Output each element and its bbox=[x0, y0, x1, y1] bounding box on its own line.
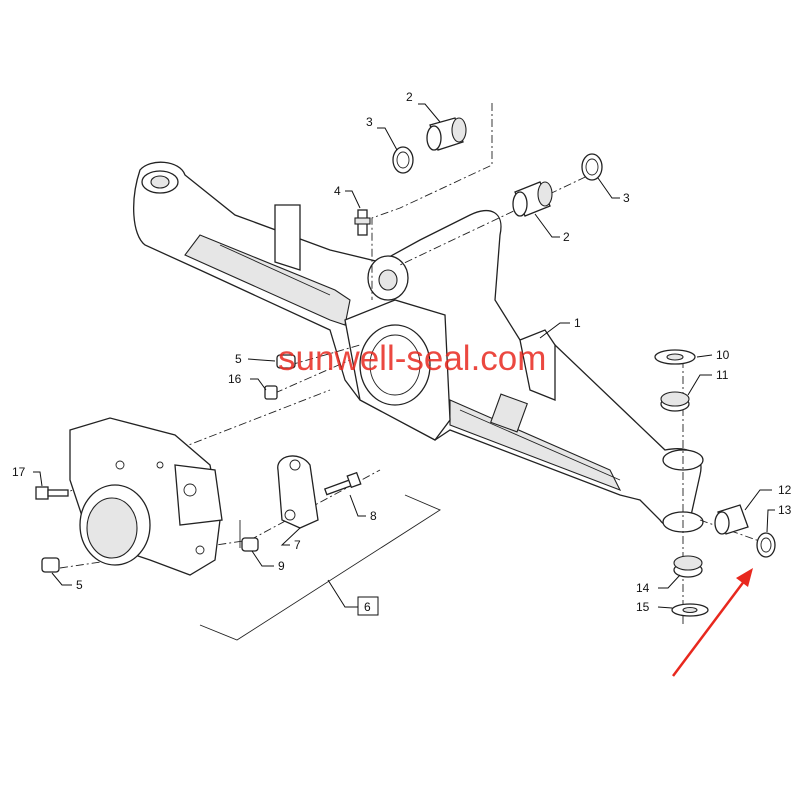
plug-16 bbox=[264, 385, 278, 400]
callout-10: 10 bbox=[716, 348, 730, 362]
callout-14: 14 bbox=[636, 581, 650, 595]
washer-3-right bbox=[581, 153, 603, 181]
bolt-17 bbox=[35, 486, 69, 500]
bushing-2-right bbox=[512, 181, 553, 217]
washer-13 bbox=[756, 532, 776, 558]
plug-5-bottom bbox=[41, 557, 60, 573]
callout-11: 11 bbox=[716, 368, 729, 382]
callout-16: 16 bbox=[228, 372, 242, 386]
bushing-9 bbox=[241, 537, 259, 552]
watermark: sunwell-seal.com bbox=[278, 339, 546, 378]
callout-15: 15 bbox=[636, 600, 650, 614]
callout-1: 1 bbox=[574, 316, 581, 330]
callout-13: 13 bbox=[778, 503, 792, 517]
callout-6-box bbox=[357, 596, 379, 616]
callout-2-right: 2 bbox=[563, 230, 570, 244]
bushing-12 bbox=[714, 504, 749, 535]
bearing-14 bbox=[673, 555, 703, 578]
callout-17: 17 bbox=[12, 465, 26, 479]
callout-3-top: 3 bbox=[366, 115, 373, 129]
callout-9: 9 bbox=[278, 559, 285, 573]
clamp-7 bbox=[277, 455, 319, 529]
washer-3-top bbox=[392, 146, 414, 174]
callout-7: 7 bbox=[294, 538, 301, 552]
callout-6: 6 bbox=[364, 600, 371, 614]
plug-5-top bbox=[276, 354, 296, 369]
axle-beam bbox=[133, 161, 704, 533]
callout-5-bottom: 5 bbox=[76, 578, 83, 592]
callout-2-top: 2 bbox=[406, 90, 413, 104]
bearing-11 bbox=[660, 391, 690, 412]
bushing-2-top bbox=[426, 117, 467, 151]
callout-4: 4 bbox=[334, 184, 341, 198]
red-arrow bbox=[672, 568, 753, 677]
callout-12: 12 bbox=[778, 483, 792, 497]
callout-8: 8 bbox=[370, 509, 377, 523]
washer-10 bbox=[654, 349, 696, 365]
callout-5-top: 5 bbox=[235, 352, 242, 366]
washer-15 bbox=[671, 603, 709, 617]
final-drive-housing bbox=[69, 417, 223, 576]
leader-lines bbox=[33, 103, 775, 609]
group-6-bracket bbox=[199, 494, 441, 641]
grease-fitting-4 bbox=[354, 209, 371, 236]
callout-3-right: 3 bbox=[623, 191, 630, 205]
bolt-8 bbox=[323, 471, 362, 496]
